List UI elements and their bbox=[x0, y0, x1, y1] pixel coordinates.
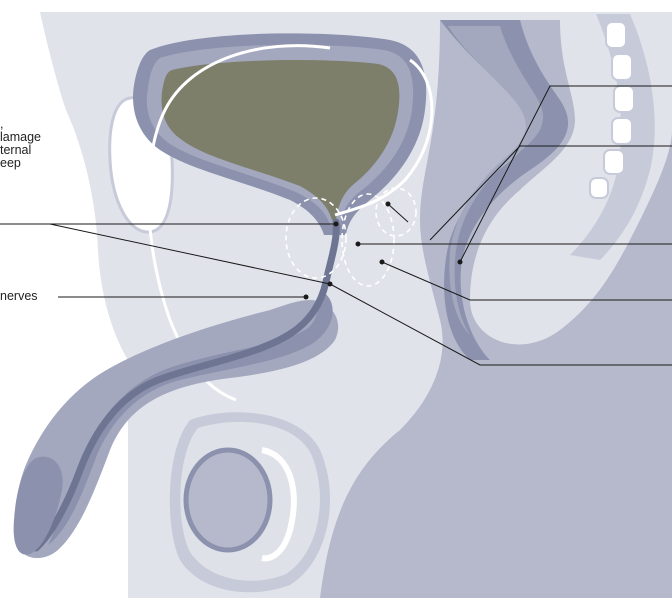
leader-dot bbox=[334, 222, 339, 227]
annotation-left-block: , lamage ternal eep bbox=[0, 118, 41, 170]
vertebra bbox=[590, 178, 608, 198]
leader-dot bbox=[356, 242, 361, 247]
leader-dot bbox=[304, 295, 309, 300]
leader-dot bbox=[458, 260, 463, 265]
vertebra bbox=[604, 150, 624, 174]
leader-dot bbox=[328, 282, 333, 287]
vertebra bbox=[614, 86, 634, 112]
annotation-nerves: nerves bbox=[0, 290, 38, 303]
vertebra bbox=[612, 118, 632, 144]
leader-dot bbox=[386, 202, 391, 207]
vertebra bbox=[612, 54, 632, 80]
annotation-line: eep bbox=[0, 157, 41, 170]
leader-dot bbox=[380, 260, 385, 265]
testis bbox=[186, 450, 270, 550]
vertebra bbox=[606, 22, 626, 48]
